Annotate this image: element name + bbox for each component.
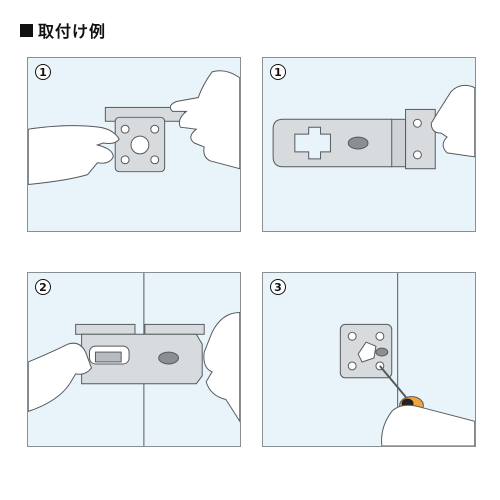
step-panel-2: 2 [27,272,241,447]
step-panel-1a: 1 [27,57,241,232]
step-badge: 2 [35,279,51,295]
illustration-hand-holding-base [28,70,240,186]
step-badge: 1 [35,64,51,80]
title-square-icon [20,23,33,37]
step-panel-3: 3 [262,272,476,447]
step-panel-1b: 1 [262,57,476,232]
step-badge: 3 [270,279,286,295]
illustration-hands-closing-hasp [28,273,240,446]
step-badge: 1 [270,64,286,80]
illustration-hasp-open [272,84,475,170]
section-title: 取付け例 [20,20,107,41]
illustration-screwdriver-mounting [339,273,475,446]
section-title-text: 取付け例 [38,22,107,41]
